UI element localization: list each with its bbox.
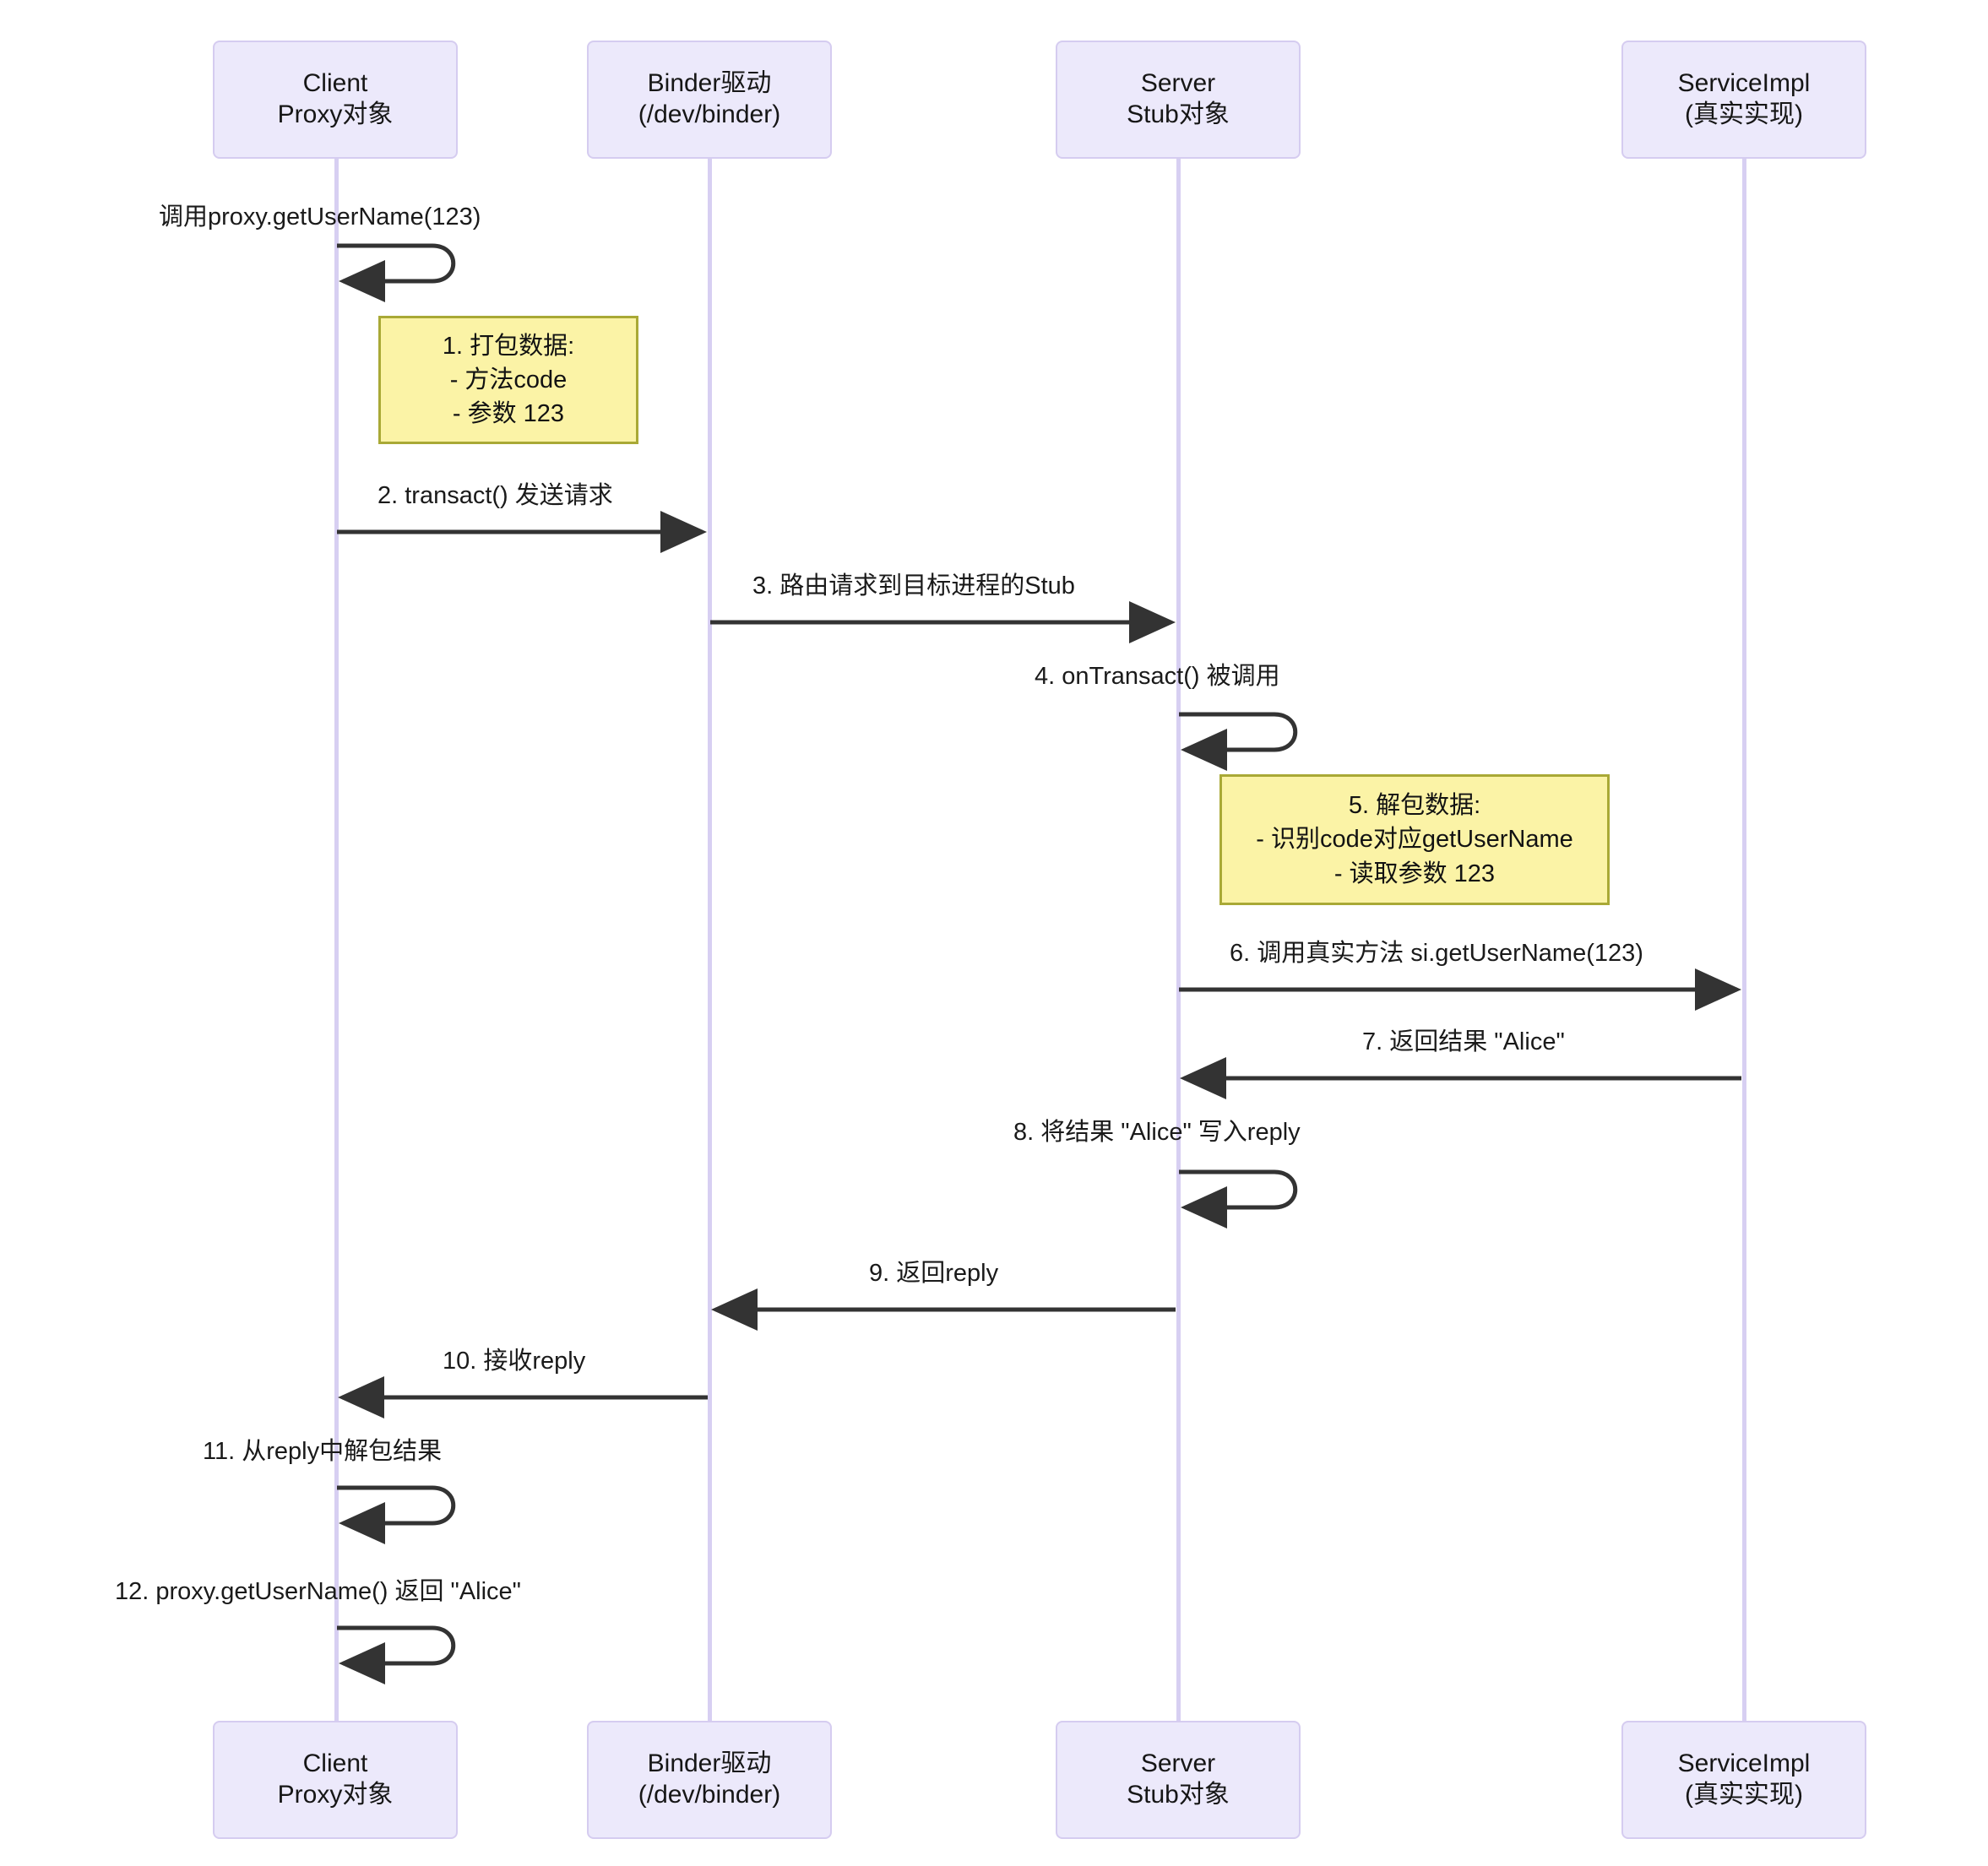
participant-server-bottom[interactable]: Server Stub对象 [1056, 1721, 1301, 1839]
arrow-msg-11-self [337, 1485, 456, 1544]
msg-label-6: 6. 调用真实方法 si.getUserName(123) [1230, 940, 1643, 967]
participant-server-bottom-line2: Stub对象 [1127, 1781, 1230, 1809]
participant-server-top[interactable]: Server Stub对象 [1056, 41, 1301, 159]
participant-client-line2: Proxy对象 [277, 100, 394, 128]
participant-server-line2: Stub对象 [1127, 100, 1230, 128]
participant-binder-line1: Binder驱动 [647, 69, 772, 98]
participant-service-bottom-line1: ServiceImpl [1677, 1749, 1811, 1778]
lifeline-binder [708, 159, 712, 1721]
arrow-self-call-proxy [337, 243, 456, 302]
participant-binder-bottom-line1: Binder驱动 [647, 1749, 772, 1778]
msg-label-3: 3. 路由请求到目标进程的Stub [752, 572, 1075, 599]
participant-client-bottom-line1: Client [302, 1749, 368, 1778]
note-unpack-line-2: - 识别code对应getUserName [1256, 826, 1573, 854]
participant-server-line1: Server [1140, 69, 1216, 98]
msg-label-8: 8. 将结果 "Alice" 写入reply [1013, 1119, 1301, 1146]
participant-client-line1: Client [302, 69, 368, 98]
note-pack-data: 1. 打包数据: - 方法code - 参数 123 [378, 316, 638, 444]
arrow-msg-4-self [1179, 712, 1298, 771]
participant-binder-line2: (/dev/binder) [638, 100, 781, 128]
lifeline-service [1742, 159, 1746, 1721]
msg-label-10: 10. 接收reply [443, 1348, 586, 1375]
msg-label-call-proxy: 调用proxy.getUserName(123) [159, 203, 481, 231]
arrow-msg-8-self [1179, 1169, 1298, 1229]
participant-service-top[interactable]: ServiceImpl (真实实现) [1621, 41, 1866, 159]
lifeline-server [1176, 159, 1181, 1721]
participant-service-line1: ServiceImpl [1677, 69, 1811, 98]
participant-service-line2: (真实实现) [1685, 100, 1803, 128]
msg-label-2: 2. transact() 发送请求 [378, 482, 613, 509]
note-unpack-line-3: - 读取参数 123 [1333, 860, 1496, 887]
note-unpack-data: 5. 解包数据: - 识别code对应getUserName - 读取参数 12… [1219, 774, 1610, 905]
participant-client-bottom[interactable]: Client Proxy对象 [213, 1721, 458, 1839]
note-unpack-line-1: 5. 解包数据: [1348, 792, 1481, 820]
participant-binder-bottom[interactable]: Binder驱动 (/dev/binder) [587, 1721, 832, 1839]
lifeline-client [334, 159, 339, 1721]
arrow-msg-12-self [337, 1625, 456, 1684]
note-pack-line-1: 1. 打包数据: [442, 332, 575, 360]
participant-server-bottom-line1: Server [1140, 1749, 1216, 1778]
participant-service-bottom[interactable]: ServiceImpl (真实实现) [1621, 1721, 1866, 1839]
note-pack-line-3: - 参数 123 [452, 400, 565, 427]
msg-label-4: 4. onTransact() 被调用 [1035, 663, 1280, 690]
note-pack-line-2: - 方法code [449, 366, 568, 393]
participant-binder-top[interactable]: Binder驱动 (/dev/binder) [587, 41, 832, 159]
msg-label-9: 9. 返回reply [869, 1260, 999, 1287]
msg-label-7: 7. 返回结果 "Alice" [1362, 1028, 1565, 1055]
participant-binder-bottom-line2: (/dev/binder) [638, 1781, 781, 1809]
participant-client-top[interactable]: Client Proxy对象 [213, 41, 458, 159]
participant-client-bottom-line2: Proxy对象 [277, 1781, 394, 1809]
msg-label-11: 11. 从reply中解包结果 [203, 1438, 443, 1465]
msg-label-12: 12. proxy.getUserName() 返回 "Alice" [115, 1578, 521, 1605]
participant-service-bottom-line2: (真实实现) [1685, 1781, 1803, 1809]
